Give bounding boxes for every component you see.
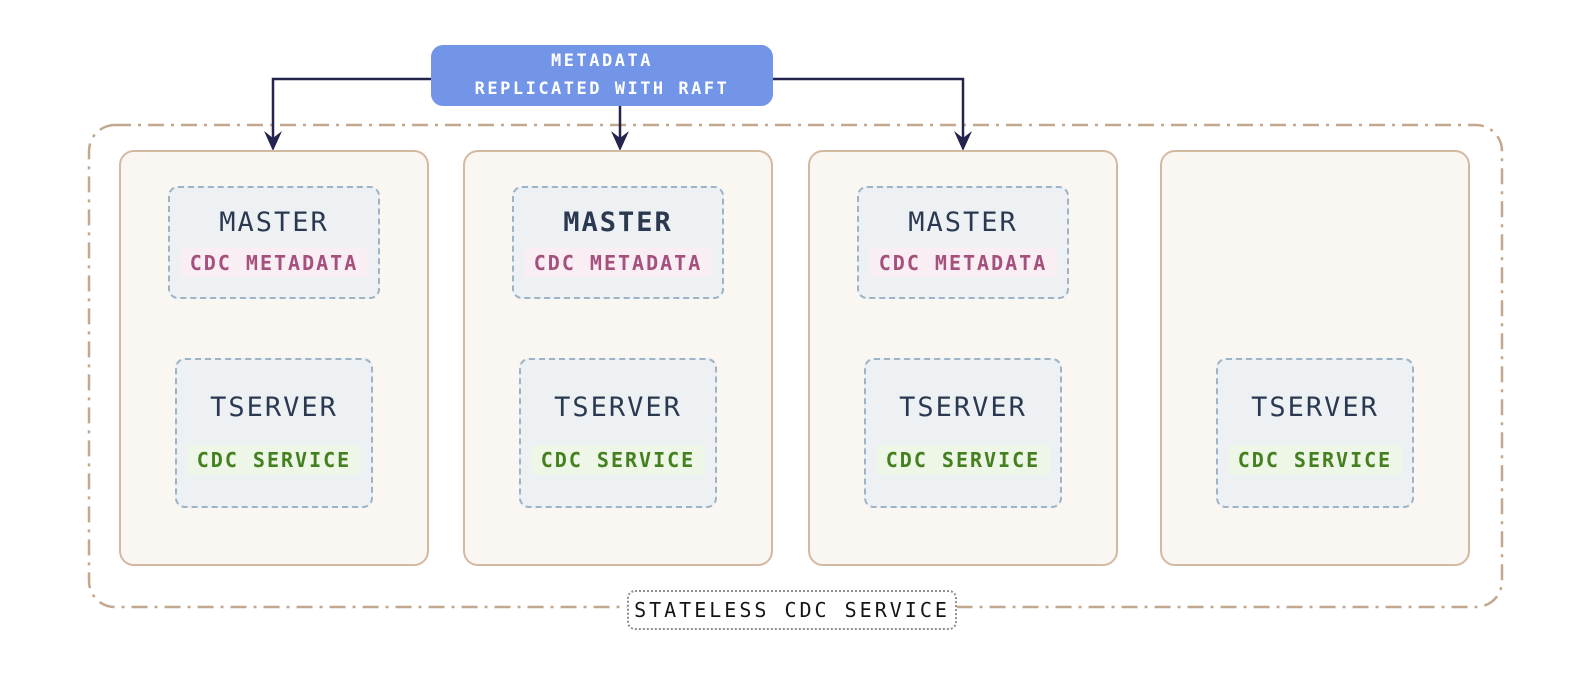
tserver-box: TSERVER CDC SERVICE [1216, 358, 1414, 508]
raft-arrow-left-line [271, 77, 431, 140]
tserver-box: TSERVER CDC SERVICE [519, 358, 717, 508]
cdc-service-badge: CDC SERVICE [1227, 444, 1403, 475]
stateless-cdc-service-label: STATELESS CDC SERVICE [627, 590, 957, 630]
master-box: MASTER CDC METADATA [512, 186, 724, 299]
cdc-service-badge: CDC SERVICE [186, 444, 362, 475]
tserver-box: TSERVER CDC SERVICE [175, 358, 373, 508]
banner-line-1: METADATA [551, 51, 653, 72]
master-label: MASTER [219, 207, 329, 238]
cdc-metadata-badge: CDC METADATA [868, 248, 1058, 278]
tserver-label: TSERVER [1251, 391, 1379, 423]
master-box: MASTER CDC METADATA [168, 186, 380, 299]
tserver-label: TSERVER [899, 391, 1027, 423]
raft-arrow-right-line [773, 77, 965, 140]
node-1: MASTER CDC METADATA TSERVER CDC SERVICE [119, 150, 429, 566]
cdc-service-badge: CDC SERVICE [530, 444, 706, 475]
node-2: MASTER CDC METADATA TSERVER CDC SERVICE [463, 150, 773, 566]
tserver-label: TSERVER [210, 391, 338, 423]
banner-line-2: REPLICATED WITH RAFT [474, 78, 730, 99]
tserver-label: TSERVER [554, 391, 682, 423]
master-label: MASTER [908, 207, 1018, 238]
node-3: MASTER CDC METADATA TSERVER CDC SERVICE [808, 150, 1118, 566]
cdc-metadata-badge: CDC METADATA [523, 248, 713, 278]
master-label: MASTER [563, 207, 673, 238]
master-box: MASTER CDC METADATA [857, 186, 1069, 299]
tserver-box: TSERVER CDC SERVICE [864, 358, 1062, 508]
raft-arrow-right-head [954, 131, 972, 151]
raft-arrow-left-head [264, 131, 282, 151]
raft-arrow-center-head [611, 131, 629, 151]
node-4: TSERVER CDC SERVICE [1160, 150, 1470, 566]
cdc-metadata-badge: CDC METADATA [179, 248, 369, 278]
cdc-service-badge: CDC SERVICE [875, 444, 1051, 475]
raft-metadata-banner: METADATA REPLICATED WITH RAFT [431, 45, 773, 106]
